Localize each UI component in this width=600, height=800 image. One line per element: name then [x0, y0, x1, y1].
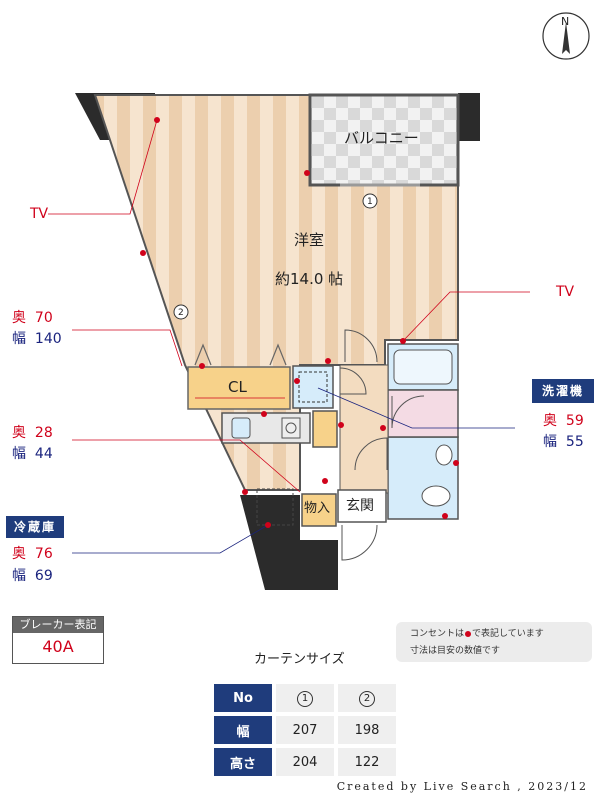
window-marker-2 [173, 304, 189, 320]
tv-label-right: TV [556, 284, 575, 300]
balcony-area [308, 93, 460, 187]
compass-icon [542, 12, 590, 60]
fridge-width-label: 幅 69 [12, 568, 53, 584]
entrance-area [337, 489, 387, 523]
compass-label: N [561, 15, 570, 28]
closet-area [187, 366, 291, 410]
outlet-markers [140, 117, 459, 528]
curtain-header-2: 2 [338, 684, 396, 712]
note-line1-after: で表記しています [472, 629, 544, 639]
curtain-height-1: 204 [276, 748, 334, 776]
window-depth-label: 奥 70 [12, 310, 53, 326]
curtain-width-label: 幅 [214, 716, 272, 744]
note-line1-before: コンセントは [410, 629, 465, 639]
table-row: No 1 2 [214, 684, 396, 712]
breaker-box: ブレーカー表記 40A [12, 616, 104, 664]
wall-bottom [240, 495, 338, 590]
outlet-dot-icon [465, 630, 472, 637]
note-line2: 寸法は目安の数値です [410, 646, 501, 656]
breaker-value: 40A [42, 637, 74, 656]
curtain-size-table: No 1 2 幅 207 198 高さ 204 122 [210, 680, 400, 780]
washer-width-label: 幅 55 [543, 434, 584, 450]
balcony-label: バルコニー [344, 129, 419, 147]
window-width-label: 幅 140 [12, 331, 62, 347]
tv-label-left: TV [30, 206, 49, 222]
window-marker-1 [362, 193, 378, 209]
curtain-header-no: No [214, 684, 272, 712]
fridge-space [256, 488, 294, 526]
washer-tag: 洗濯機 [532, 379, 594, 403]
window-marker-2-label: 2 [178, 308, 184, 318]
western-room-label: 洋室 [294, 231, 325, 249]
fridge-tag: 冷蔵庫 [6, 516, 64, 538]
curtain-header-1: 1 [276, 684, 334, 712]
curtain-height-2: 122 [338, 748, 396, 776]
curtain-height-label: 高さ [214, 748, 272, 776]
kitchen-depth-label: 奥 28 [12, 425, 53, 441]
storage-area [301, 493, 337, 527]
legend-note: コンセントはで表記しています 寸法は目安の数値です [396, 622, 592, 662]
table-row: 高さ 204 122 [214, 748, 396, 776]
curtain-width-2: 198 [338, 716, 396, 744]
storage-label: 物入 [304, 501, 331, 516]
washer-space [292, 365, 334, 409]
western-room-size: 約14.0 帖 [275, 270, 344, 288]
closet-label: CL [228, 378, 247, 396]
curtain-width-1: 207 [276, 716, 334, 744]
table-row: 幅 207 198 [214, 716, 396, 744]
fridge-depth-label: 奥 76 [12, 546, 53, 562]
washer-depth-label: 奥 59 [543, 413, 584, 429]
curtain-title: カーテンサイズ [254, 652, 345, 667]
window-marker-1-label: 1 [367, 197, 373, 207]
credit-text: Created by Live Search , 2023/12 [336, 780, 588, 793]
breaker-title: ブレーカー表記 [13, 617, 103, 633]
wall-top-right [458, 93, 480, 141]
entrance-label: 玄関 [346, 498, 374, 514]
kitchen-width-label: 幅 44 [12, 446, 53, 462]
